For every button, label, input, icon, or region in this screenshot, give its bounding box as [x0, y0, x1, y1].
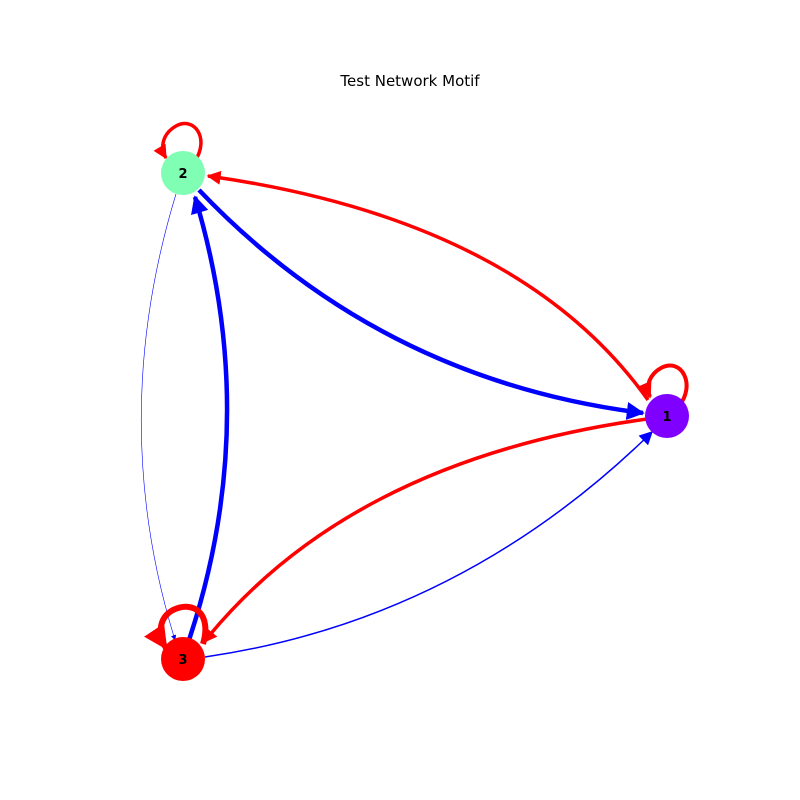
edge-3-to-1 [204, 431, 653, 658]
node-1[interactable] [645, 394, 689, 438]
edge-2-to-3 [140, 193, 177, 641]
self-loop-1 [636, 363, 689, 408]
node-label-3: 3 [178, 653, 187, 668]
edge-2-to-1 [197, 188, 645, 420]
self-loop-3 [144, 603, 209, 650]
edge-1-to-2 [206, 170, 650, 402]
node-3[interactable] [161, 637, 205, 681]
node-label-1: 1 [662, 410, 671, 425]
self-loop-2 [153, 121, 203, 162]
node-2[interactable] [161, 151, 205, 195]
edge-1-to-3 [202, 417, 648, 644]
edge-3-to-2 [186, 195, 230, 641]
node-label-2: 2 [178, 167, 187, 182]
diagram-title: Test Network Motif [340, 72, 480, 90]
